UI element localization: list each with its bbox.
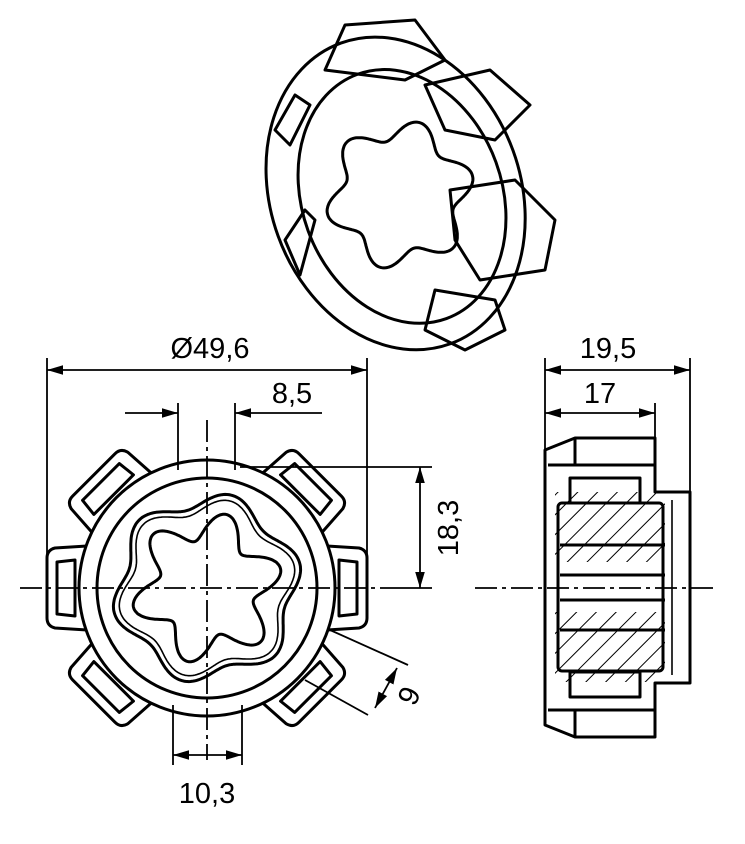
dim-bottom-slot: 10,3 (179, 778, 235, 810)
dim-outer-diameter: Ø49,6 (171, 333, 250, 365)
front-view (20, 420, 390, 760)
isometric-view (264, 18, 557, 352)
dimensions: Ø49,6 8,5 18,3 9 10,3 19,5 17 (46, 333, 691, 810)
dim-top-slot: 8,5 (272, 378, 312, 410)
lug (67, 448, 153, 534)
lug (261, 642, 347, 728)
dim-slot-height: 18,3 (433, 500, 465, 556)
dim-total-length: 19,5 (580, 333, 636, 365)
lug (261, 448, 347, 534)
side-section-view (475, 436, 715, 739)
dim-lug-width: 9 (392, 682, 428, 710)
dim-flange-length: 17 (584, 378, 616, 410)
lug (67, 642, 153, 728)
